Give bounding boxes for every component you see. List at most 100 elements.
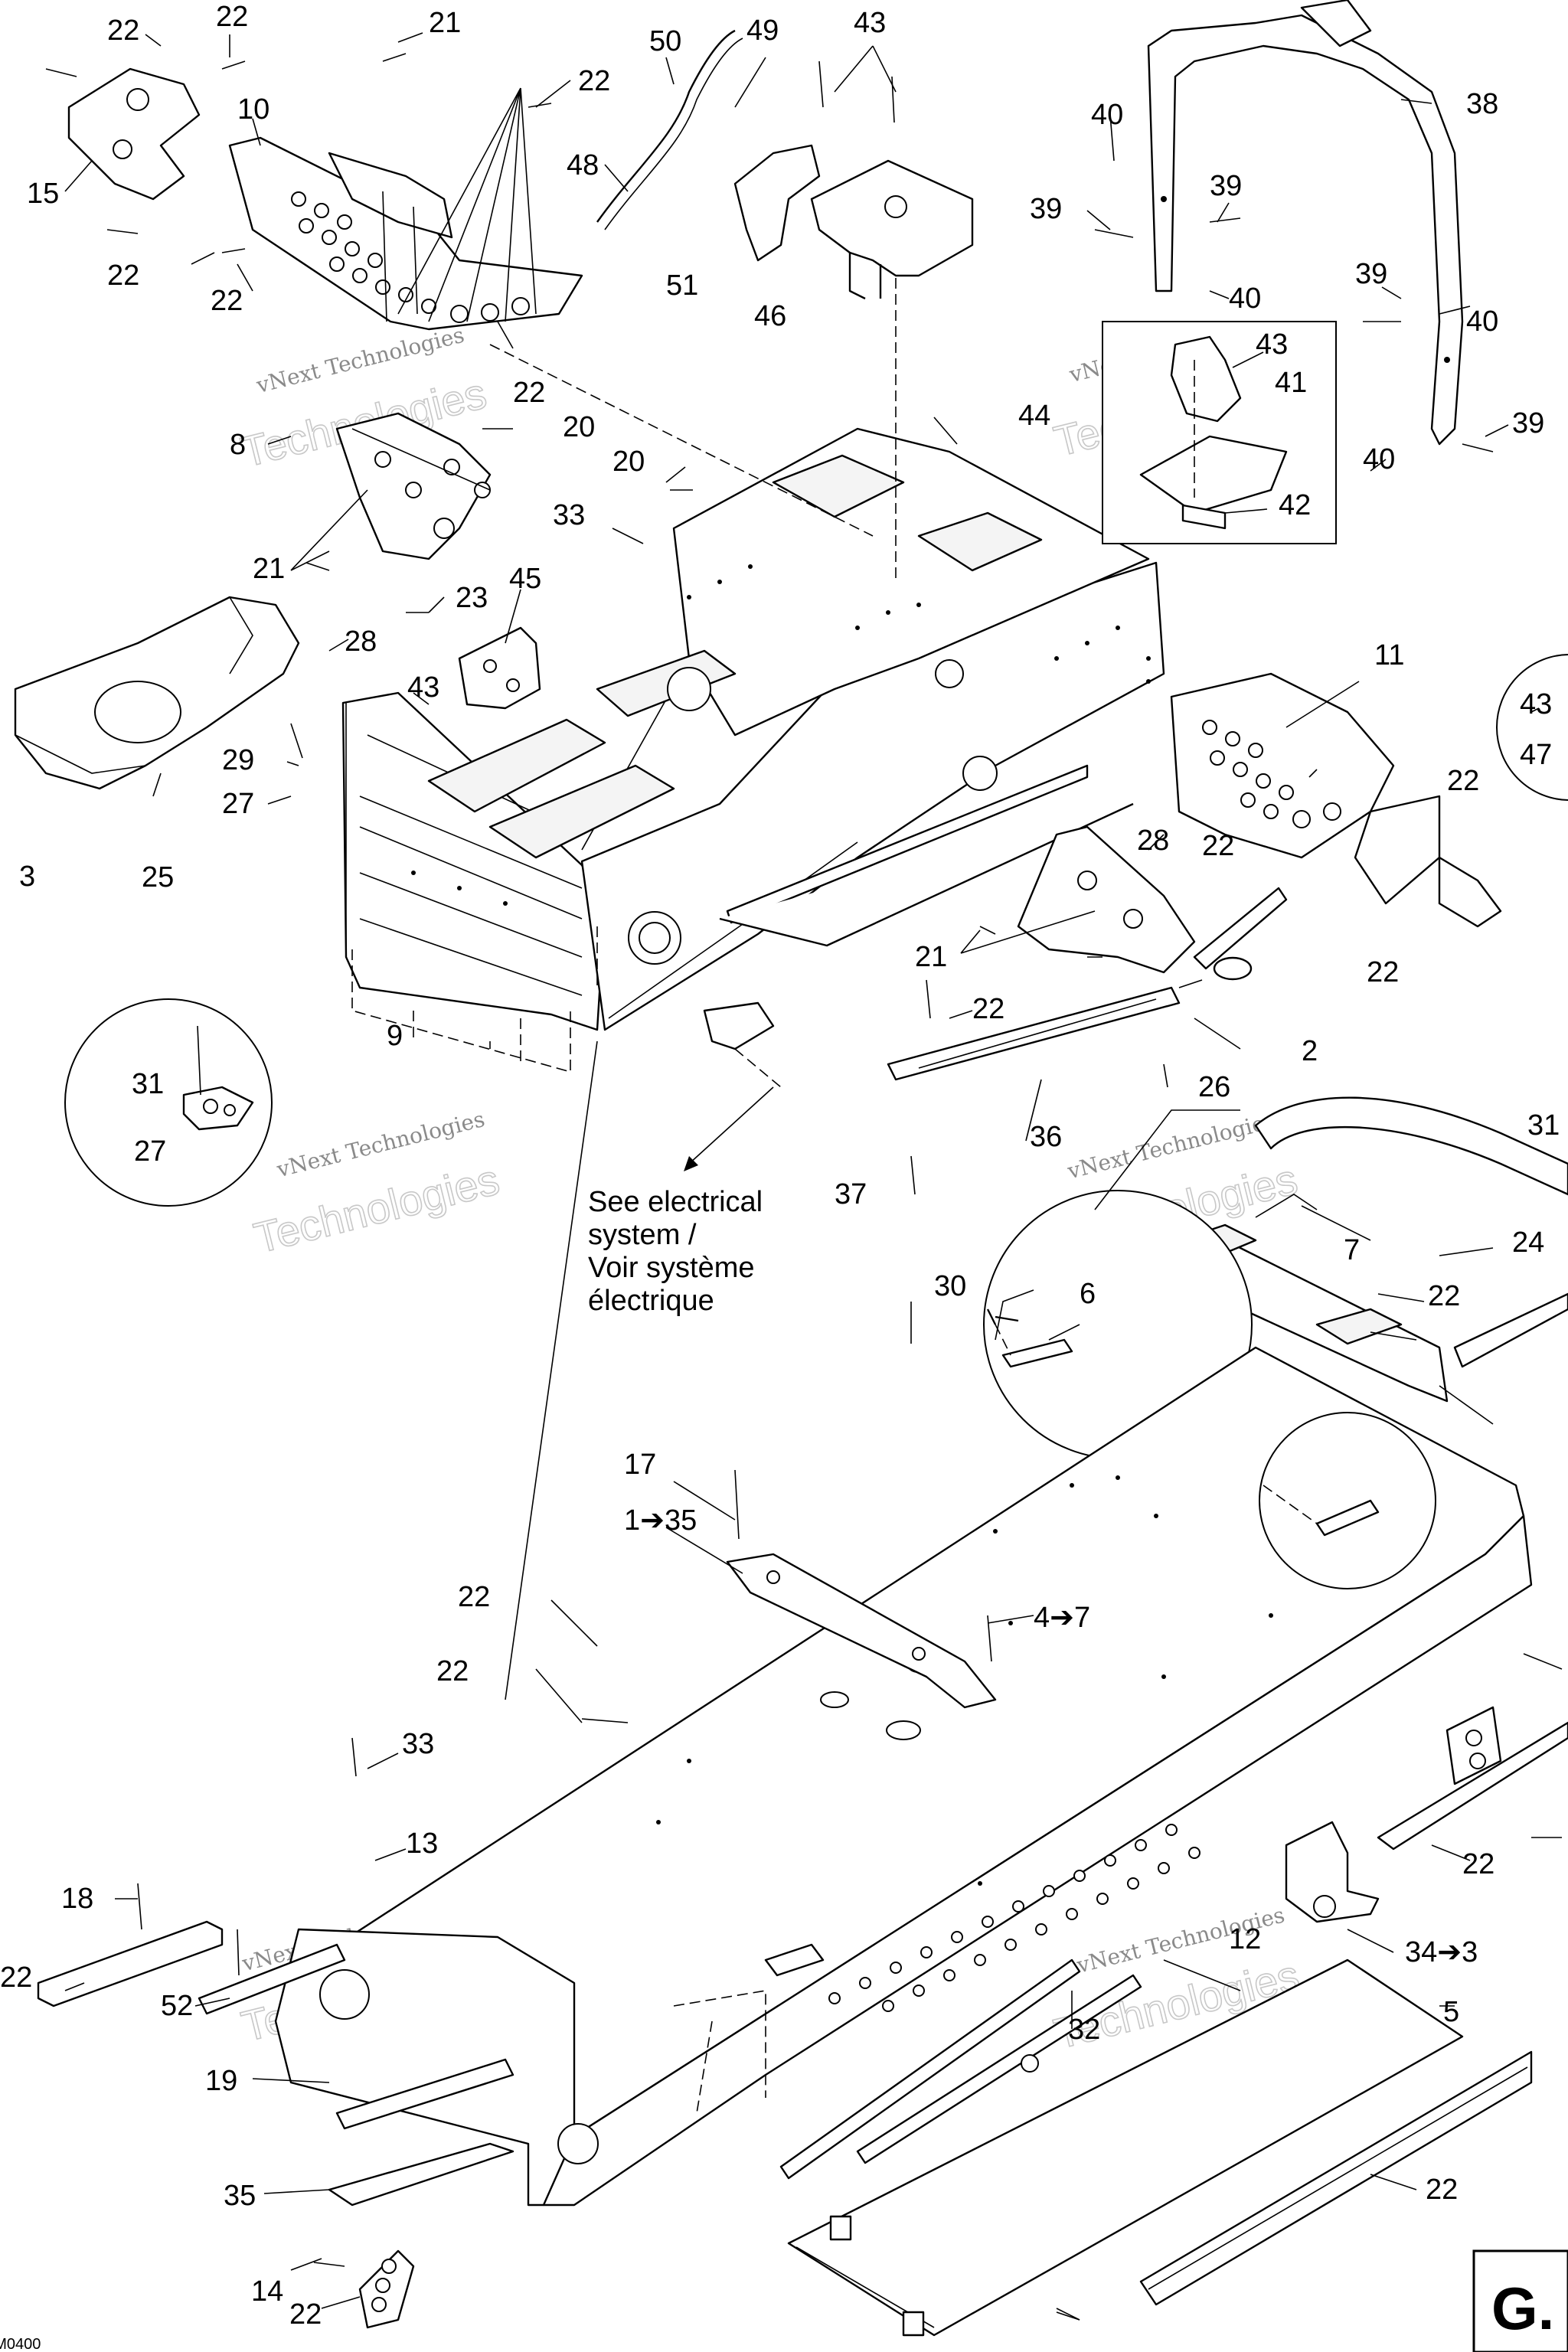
callout-label: 48 [567, 149, 599, 181]
callout-label: 5 [1443, 1996, 1459, 2028]
callout-label: 18 [61, 1883, 93, 1915]
callout-label: 27 [222, 788, 254, 820]
callout-label: 22 [0, 1962, 32, 1994]
callout-label: 49 [746, 15, 779, 47]
callout-label: 22 [1367, 956, 1399, 988]
callout-label: 26 [1198, 1071, 1230, 1103]
callout-label: 43 [1520, 688, 1552, 720]
callout-label: 40 [1229, 283, 1261, 315]
callout-label: 14 [251, 2275, 283, 2308]
callout-label: 37 [835, 1178, 867, 1210]
electrical-note-line: system / [588, 1219, 697, 1251]
corner-section-tab: G. [1472, 2249, 1568, 2352]
callout-label: 20 [612, 446, 645, 478]
callout-label: 39 [1210, 170, 1242, 202]
callout-label: 32 [1068, 2014, 1100, 2046]
cable-harness-48 [596, 29, 743, 230]
electrical-arrow-icon [684, 1156, 698, 1171]
callout-label: 21 [429, 7, 461, 39]
callout-label: 2 [1302, 1035, 1318, 1067]
rail-35 [1139, 2050, 1533, 2306]
callout-label: 4➔7 [1034, 1602, 1090, 1634]
electrical-note: See electrical system / Voir système éle… [588, 1186, 763, 1317]
electrical-clip [703, 1001, 782, 1088]
rod-5 [779, 1958, 1142, 2180]
callout-label: 28 [345, 626, 377, 658]
callout-label: 31 [132, 1068, 164, 1100]
electrical-note-line: See electrical [588, 1186, 763, 1218]
callout-label: 12 [1229, 1923, 1261, 1955]
callout-label: 22 [107, 260, 139, 292]
callout-label: 27 [134, 1135, 166, 1168]
callout-label: 44 [1018, 400, 1050, 432]
callout-label: 13 [406, 1828, 438, 1860]
drawing-code: 36M0400 [0, 2336, 41, 2352]
tunnel-assembly [274, 1346, 1533, 2207]
callout-label: 29 [222, 744, 254, 776]
callout-label: 20 [563, 411, 595, 443]
callout-label: 1➔35 [624, 1504, 697, 1537]
callout-label: 40 [1091, 99, 1123, 131]
steering-arm-9 [1017, 825, 1288, 981]
callout-label: 22 [436, 1655, 469, 1687]
right-shield-11 [1170, 672, 1502, 928]
callout-label: 33 [553, 499, 585, 531]
callout-label: 43 [407, 671, 439, 704]
callout-label: 39 [1512, 407, 1544, 439]
left-shield-panel [14, 596, 300, 790]
callout-label: 22 [289, 2298, 322, 2331]
callout-label: 3 [19, 861, 35, 893]
callout-label: 22 [216, 1, 248, 33]
detail-circle-43-47 [1496, 654, 1568, 801]
callout-label: 40 [1363, 443, 1395, 475]
callout-label: 43 [854, 7, 886, 39]
callout-label: 21 [915, 941, 947, 973]
bracket-51 [733, 144, 821, 262]
callout-label: 11 [1374, 639, 1404, 671]
right-brackets [1285, 1706, 1568, 1923]
callout-label: 52 [161, 1990, 193, 2022]
callout-label: 22 [578, 65, 610, 97]
section-letter: G. [1491, 2275, 1554, 2342]
callout-label: 31 [1527, 1109, 1560, 1142]
left-upper-bracket [67, 67, 583, 331]
front-frame-assembly [341, 230, 1165, 1073]
callout-label: 22 [1428, 1280, 1460, 1312]
callout-label: 33 [402, 1728, 434, 1760]
callout-label: 30 [934, 1270, 966, 1302]
detail-inset-box [1102, 321, 1337, 544]
mount-plate-46 [810, 159, 974, 300]
callout-label: 21 [253, 553, 285, 585]
left-rails [37, 1920, 514, 2329]
callout-label: 25 [142, 861, 174, 893]
callout-label: 36 [1030, 1121, 1062, 1153]
callout-label: 46 [754, 300, 786, 332]
callout-label: 51 [666, 270, 698, 302]
callout-label: 42 [1279, 489, 1311, 521]
callout-label: 40 [1466, 305, 1498, 338]
callout-label: 9 [387, 1020, 403, 1052]
callout-label: 23 [456, 582, 488, 614]
callout-label: 35 [224, 2180, 256, 2212]
callout-label: 34➔3 [1405, 1936, 1478, 1968]
callout-label: 7 [1344, 1234, 1360, 1266]
callout-label: 22 [1462, 1848, 1494, 1880]
callout-label: 8 [230, 429, 246, 461]
bracket-17 [726, 1553, 997, 1709]
tube-36 [1254, 1096, 1568, 1196]
callout-label: 50 [649, 25, 681, 57]
rail-26 [887, 986, 1181, 1081]
callout-label: 47 [1520, 739, 1552, 771]
callout-label: 45 [509, 563, 541, 595]
callout-label: 22 [1426, 2174, 1458, 2206]
callout-label: 24 [1512, 1227, 1544, 1259]
callout-label: 17 [624, 1449, 656, 1481]
callout-label: 22 [458, 1581, 490, 1613]
steering-support-bracket [335, 412, 492, 560]
detail-circle-2-3 [64, 998, 273, 1207]
callout-label: 22 [1447, 765, 1479, 797]
bracket-45 [458, 626, 541, 710]
tunnel-detail-circle [1259, 1412, 1436, 1589]
callout-label: 22 [1202, 830, 1234, 862]
